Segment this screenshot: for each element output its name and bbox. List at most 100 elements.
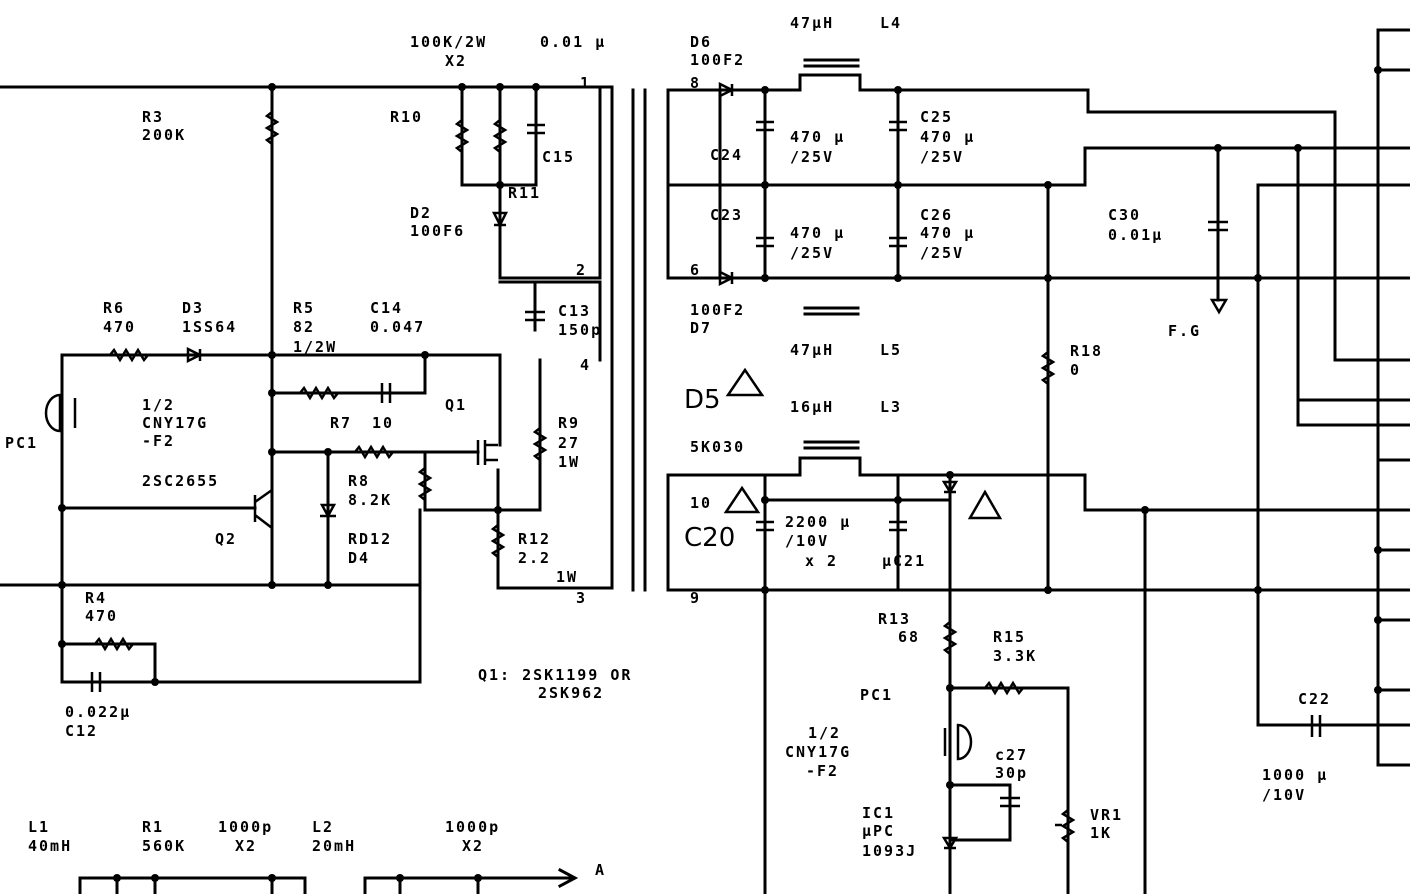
label-c24-voltage: /25V [790,148,834,166]
label-c20-voltage: /10V [785,532,829,550]
potentiometer-vr1 [1055,809,1076,843]
diode-d2 [491,211,509,228]
label-r9-wattage: 1W [558,453,580,471]
label-r10-rating: 100K/2W [410,33,487,51]
label-r1: R1 [142,818,164,836]
ground-fg [1209,298,1229,315]
label-c14-value: 0.047 [370,318,425,336]
resistor-r5 [299,385,339,401]
label-pc1-b-half: 1/2 [808,724,841,742]
label-d2: D2 [410,204,432,222]
label-r7-value: 10 [372,414,394,432]
transformer-core [631,88,647,592]
label-r13: R13 [878,610,911,628]
resistor-r4 [94,636,134,652]
label-c22: C22 [1298,690,1331,708]
label-vr1-value: 1K [1090,824,1112,842]
input-filter-wiring [78,867,579,894]
resistor-r9 [532,427,548,461]
label-d3: D3 [182,299,204,317]
label-c23-value: 470 µ [790,224,845,242]
label-r12-value: 2.2 [518,549,551,567]
label-r8: R8 [348,472,370,490]
capacitor-c25 [889,120,907,132]
label-l5-value: 47µH [790,341,834,359]
label-x2: X2 [445,52,467,70]
label-cap-bottom-2-x2: X2 [462,837,484,855]
label-r15: R15 [993,628,1026,646]
label-c24-value: 470 µ [790,128,845,146]
diode-d6 [718,81,735,99]
label-q1-alt: 2SK962 [538,684,604,702]
label-r3-value: 200K [142,126,186,144]
label-d3-part: 1SS64 [182,318,237,336]
label-pin4: 4 [580,356,591,374]
label-c30-value: 0.01µ [1108,226,1163,244]
label-r5: R5 [293,299,315,317]
capacitor-c27 [1000,796,1020,808]
label-d4: D4 [348,549,370,567]
label-l5: L5 [880,341,902,359]
zener-d4 [319,503,337,519]
diode-d5b [941,480,959,495]
label-c20-handwritten: C20 [684,523,735,553]
warning-triangle-icon [723,485,761,514]
label-r5-wattage: 1/2W [293,338,337,356]
label-r3: R3 [142,108,164,126]
inductor-l4 [803,58,860,68]
label-ic1: IC1 [862,804,895,822]
label-c12: C12 [65,722,98,740]
capacitor-c30 [1208,220,1228,232]
label-c20-value: 2200 µ [785,513,851,531]
label-cap-bottom-x2: X2 [235,837,257,855]
label-d2-part: 100F6 [410,222,465,240]
label-r4: R4 [85,589,107,607]
junction-dots [58,66,1382,882]
diode-d3 [186,346,203,364]
label-pc1-b: PC1 [860,686,893,704]
label-c26-value: 470 µ [920,224,975,242]
warning-triangle-icon [967,489,1003,520]
label-c25-value: 470 µ [920,128,975,146]
label-pin3: 3 [576,589,587,607]
label-l1-value: 40mH [28,837,72,855]
capacitor-c21 [889,520,907,532]
mosfet-q1 [476,440,498,465]
resistor-r12 [490,524,506,558]
label-r6-value: 470 [103,318,136,336]
label-q1-note: Q1: 2SK1199 OR [478,666,632,684]
label-d7-part: 100F2 [690,301,745,319]
label-d5-handwritten: D5 [684,385,721,415]
label-d6: D6 [690,33,712,51]
label-c25-voltage: /25V [920,148,964,166]
label-r4-value: 470 [85,607,118,625]
label-pin6: 6 [690,261,701,279]
optocoupler-pc1-led-b [943,723,973,761]
label-pin1: 1 [580,74,591,92]
label-ic1-part: 1093J [862,842,917,860]
label-d7: D7 [690,319,712,337]
resistor-r18 [1040,351,1056,385]
label-l4: L4 [880,14,902,32]
label-r1-value: 560K [142,837,186,855]
transistor-q2 [253,488,273,529]
label-c26: C26 [920,206,953,224]
label-d6-part: 100F2 [690,51,745,69]
resistor-r13 [942,621,958,655]
label-l2: L2 [312,818,334,836]
label-r12-wattage: 1W [556,568,578,586]
resistor-r7 [354,444,394,460]
resistor-r10a [454,119,470,153]
label-r9-value: 27 [558,434,580,452]
label-pc1-part: CNY17G [142,414,208,432]
label-pin8: 8 [690,74,701,92]
label-c22-voltage: /10V [1262,786,1306,804]
label-pc1-b-part: CNY17G [785,743,851,761]
label-c12-value: 0.022µ [65,703,131,721]
resistor-r6 [109,347,149,363]
capacitor-c23 [756,236,774,248]
optocoupler-pc1-led [44,393,77,433]
diode-d7 [718,269,735,287]
capacitor-c20 [756,520,774,532]
